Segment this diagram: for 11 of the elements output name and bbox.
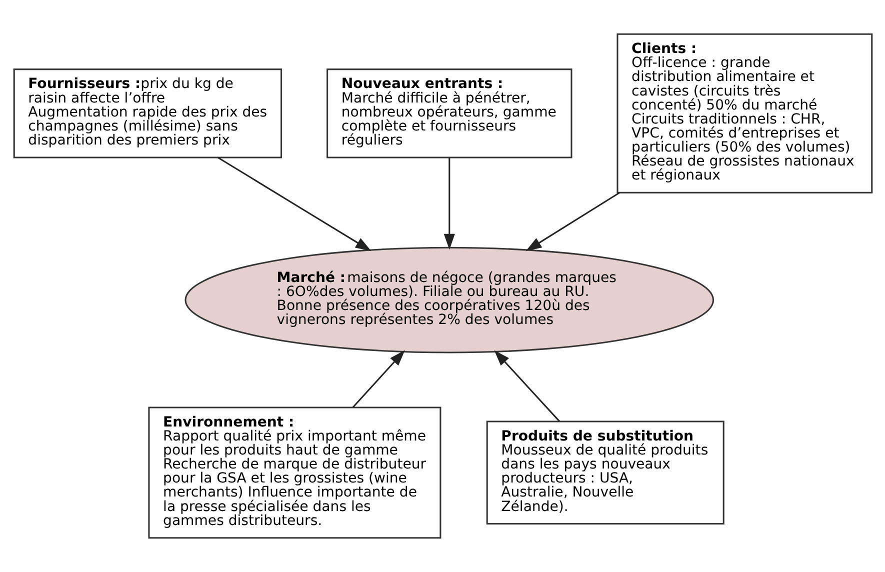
node-box: Environnement : Rapport qualité prix important même pour les produits haut de gamme Recherche de marque de distributeur pour la GSA et les grossistes (wine merchants) Influence importante de la presse spécialisée dans les gammes distributeurs. bbox=[148, 406, 441, 539]
node-box: Clients : Off-licence : grande distribution alimentaire et cavistes (circuits très concenté) 50% du marché Circuits traditionnels : CHR, VPC, comités d’entreprises et particuliers (50% des volumes) Réseau de grossistes nationaux et régionaux bbox=[616, 33, 872, 194]
arrow bbox=[494, 350, 560, 422]
node-ellipse: Marché :maisons de négoce (grandes marques : 6O%des volumes). Filiale ou bureau au RU. Bonne présence des coorpératives 120ù des vignerons représentes 2% des volumes bbox=[184, 246, 714, 354]
node-box: Nouveaux entrants : Marché difficile à pénétrer, nombreux opérateurs, gamme complète et fournisseurs réguliers bbox=[326, 68, 572, 158]
arrow bbox=[217, 156, 371, 252]
arrow bbox=[352, 350, 404, 408]
node-box: Produits de substitution Mousseux de qualité produits dans les pays nouveaux producteurs : USA, Australie, Nouvelle Zélande). bbox=[486, 420, 724, 525]
arrow bbox=[443, 158, 454, 250]
arrow bbox=[525, 192, 620, 252]
node-box: Fournisseurs :prix du kg de raisin affecte l’offre Augmentation rapide des prix des champagnes (millésime) sans disparition des premiers prix bbox=[12, 68, 282, 158]
